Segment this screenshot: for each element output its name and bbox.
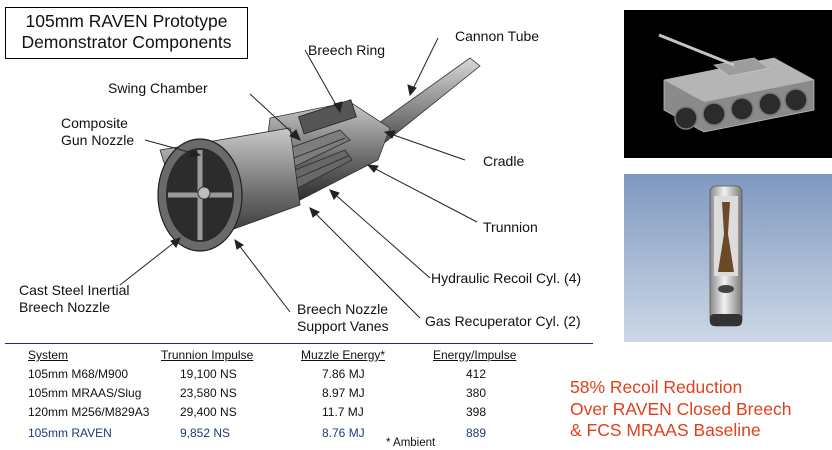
callout-line-2: Over RAVEN Closed Breech [570, 398, 792, 419]
cell-trunnion: 9,852 NS [180, 426, 231, 440]
cell-energy: 8.97 MJ [322, 386, 365, 400]
col-energy-impulse: Energy/Impulse [433, 348, 517, 362]
cell-ratio: 398 [466, 405, 487, 419]
cell-energy: 7.86 MJ [322, 367, 365, 381]
label-breech-ring: Breech Ring [308, 42, 386, 58]
title-line-1: 105mm RAVEN Prototype [25, 11, 228, 31]
label-support-vanes-2: Support Vanes [297, 318, 389, 334]
leader-lines [119, 37, 478, 319]
label-composite-1: Composite [61, 115, 128, 131]
ambient-footnote: * Ambient [386, 437, 436, 449]
cell-system: 105mm MRAAS/Slug [28, 386, 142, 400]
cell-trunnion: 29,400 NS [180, 405, 237, 419]
label-swing-chamber: Swing Chamber [108, 80, 208, 96]
cell-trunnion: 23,580 NS [180, 386, 237, 400]
cell-system: 120mm M256/M829A3 [28, 405, 150, 419]
callout-line-3: & FCS MRAAS Baseline [570, 420, 761, 440]
label-trunnion: Trunnion [483, 219, 538, 235]
label-gas-recuperator: Gas Recuperator Cyl. (2) [425, 313, 581, 329]
vehicle-render-image [624, 10, 832, 158]
cell-system: 105mm M68/M900 [28, 367, 129, 381]
label-composite-2: Gun Nozzle [61, 132, 135, 148]
label-cast-steel-1: Cast Steel Inertial [19, 282, 130, 298]
cell-ratio: 412 [466, 367, 487, 381]
breech-ring [298, 99, 357, 135]
nozzle-prototype-image [624, 174, 832, 342]
recoil-reduction-callout: 58% Recoil Reduction Over RAVEN Closed B… [570, 377, 791, 442]
label-cradle: Cradle [483, 153, 525, 169]
label-cast-steel-2: Breech Nozzle [19, 299, 111, 315]
col-system: System [28, 348, 69, 362]
label-hydraulic-recoil: Hydraulic Recoil Cyl. (4) [431, 270, 582, 286]
label-support-vanes-1: Breech Nozzle [297, 301, 389, 317]
cell-ratio: 889 [466, 426, 487, 440]
callout-line-1: 58% Recoil Reduction [570, 377, 743, 397]
title-box: 105mm RAVEN Prototype Demonstrator Compo… [5, 7, 248, 59]
cell-trunnion: 19,100 NS [180, 367, 237, 381]
cell-energy: 8.76 MJ [322, 426, 365, 440]
col-muzzle-energy: Muzzle Energy* [301, 348, 386, 362]
table-top-rule [5, 343, 593, 344]
title-line-2: Demonstrator Components [21, 32, 232, 52]
cell-system: 105mm RAVEN [28, 426, 112, 440]
gun-component-diagram [119, 37, 481, 319]
label-cannon-tube: Cannon Tube [455, 28, 540, 44]
cell-energy: 11.7 MJ [322, 405, 364, 419]
col-trunnion-impulse: Trunnion Impulse [161, 348, 254, 362]
cell-ratio: 380 [466, 386, 487, 400]
